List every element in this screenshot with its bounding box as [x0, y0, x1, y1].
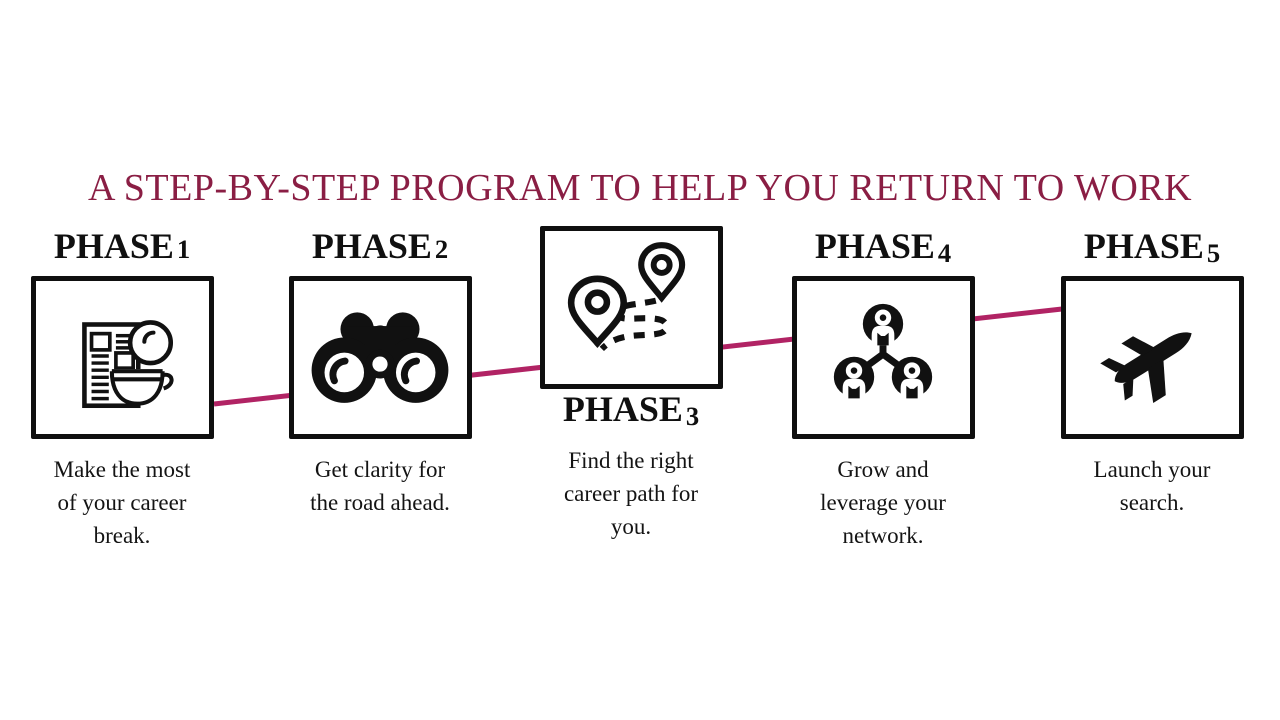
phase-2-caption: Get clarity for the road ahead.	[310, 457, 450, 516]
phase-5-heading-number: 5	[1206, 237, 1221, 268]
phase-4-caption: Grow and leverage your network.	[820, 457, 946, 549]
phase-2-box	[288, 276, 472, 440]
phase-1-heading-label: PHASE	[53, 226, 174, 266]
page-title: A STEP-BY-STEP PROGRAM TO HELP YOU RETUR…	[87, 167, 1193, 209]
phase-4-box	[791, 276, 975, 440]
phase-3-heading-label: PHASE	[562, 389, 683, 429]
phase-3-caption: Find the right career path for you.	[563, 448, 699, 540]
phase-1-heading-number: 1	[176, 234, 191, 264]
phase-3-box	[539, 226, 723, 389]
people-network-icon	[833, 303, 933, 399]
phase-3-heading-number: 3	[685, 400, 700, 431]
binoculars-icon	[311, 312, 449, 403]
phase-5-box	[1060, 276, 1244, 440]
phase-4-heading-label: PHASE	[814, 226, 935, 266]
newspaper-coffee-clock-icon	[82, 320, 174, 409]
phase-1-caption: Make the most of your career break.	[53, 457, 191, 549]
phase-2-heading-label: PHASE	[311, 226, 432, 266]
phase-1-box	[30, 276, 214, 440]
phase-4-heading-number: 4	[937, 237, 952, 268]
airplane-icon	[1100, 332, 1192, 403]
phase-5-caption: Launch your search.	[1093, 457, 1211, 516]
phase-5-heading-label: PHASE	[1083, 226, 1204, 266]
route-map-pins-icon	[567, 241, 686, 351]
phase-2-heading-number: 2	[434, 234, 449, 264]
